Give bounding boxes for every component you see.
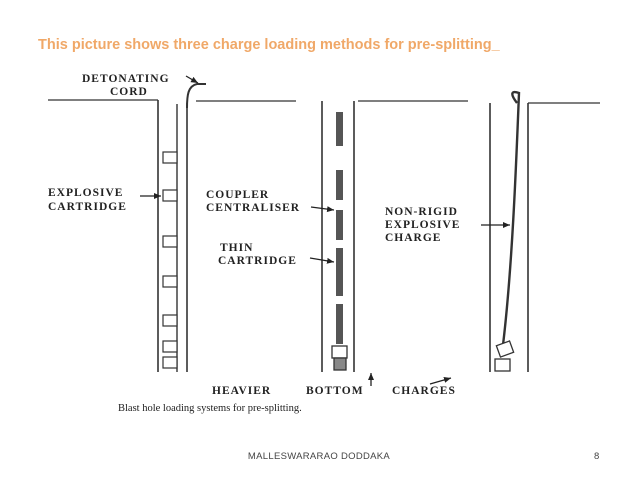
label-bottom: BOTTOM: [306, 385, 364, 397]
explosive-cartridges: [162, 151, 178, 369]
label-coupler-2: CENTRALISER: [206, 202, 300, 214]
arrow-detonating-cord: [185, 75, 199, 84]
label-thin-1: THIN: [220, 242, 253, 254]
blast-hole-1: [157, 83, 206, 372]
non-rigid-explosive-charge: [501, 90, 521, 346]
bottom-charges: [494, 340, 515, 372]
label-explosive-2: CARTRIDGE: [48, 201, 127, 213]
label-explosive-1: EXPLOSIVE: [48, 187, 123, 199]
arrow-thin-cartridge: [309, 257, 335, 264]
page-number: 8: [594, 451, 600, 462]
label-nonrigid-1: NON-RIGID: [385, 206, 458, 218]
label-thin-2: CARTRIDGE: [218, 255, 297, 267]
slide-title: This picture shows three charge loading …: [38, 37, 500, 53]
label-detonating-1: DETONATING: [82, 73, 170, 85]
label-charges: CHARGES: [392, 385, 456, 397]
footer-author: MALLESWARARAO DODDAKA: [247, 451, 391, 462]
label-heavier: HEAVIER: [212, 385, 271, 397]
label-nonrigid-2: EXPLOSIVE: [385, 219, 460, 231]
heavier-bottom-charge: [331, 345, 348, 371]
label-detonating-2: CORD: [110, 86, 148, 98]
ground-surface: [48, 99, 600, 104]
thin-cartridges: [336, 112, 343, 344]
arrow-charges: [429, 377, 452, 385]
arrow-coupler-centraliser: [310, 206, 335, 213]
label-nonrigid-3: CHARGE: [385, 232, 441, 244]
blast-hole-2: [321, 101, 355, 372]
blast-hole-3: [489, 90, 529, 372]
label-coupler-1: COUPLER: [206, 189, 269, 201]
diagram-caption: Blast hole loading systems for pre-split…: [118, 403, 302, 414]
detonating-cord: [186, 83, 206, 109]
